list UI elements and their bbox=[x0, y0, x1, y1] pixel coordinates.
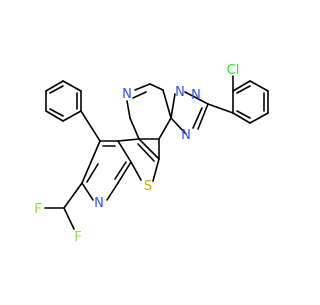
triazole-nitrogen-a-label: N bbox=[175, 85, 185, 100]
phenyl-ring bbox=[45, 80, 82, 122]
triazole-nitrogen-c-label: N bbox=[181, 128, 191, 143]
thiophene-ring bbox=[117, 138, 160, 182]
fluorine-left-label: F bbox=[34, 202, 41, 217]
atom-labels: Cl N N N N S N F F bbox=[34, 63, 239, 245]
triazole-ring bbox=[170, 91, 209, 135]
difluoromethyl-group bbox=[44, 182, 83, 230]
bond-layer bbox=[44, 75, 269, 230]
pyridine-ring bbox=[81, 140, 132, 201]
aryl-link-bond bbox=[207, 103, 234, 114]
molecule-structure: Cl N N N N S N F F bbox=[34, 63, 269, 245]
fluorine-right-label: F bbox=[74, 230, 81, 245]
pyridine-nitrogen-label: N bbox=[94, 196, 104, 211]
triazole-nitrogen-b-label: N bbox=[191, 88, 201, 103]
molecule-canvas: Cl N N N N S N F F bbox=[34, 63, 269, 245]
thiophene-sulfur-label: S bbox=[144, 179, 152, 194]
chlorophenyl-ring bbox=[232, 75, 269, 124]
phenyl-link-bond bbox=[80, 110, 101, 142]
chlorine-label: Cl bbox=[227, 63, 240, 78]
pyrimidine-nitrogen-label: N bbox=[122, 87, 132, 102]
pyrimidine-ring bbox=[126, 83, 172, 160]
